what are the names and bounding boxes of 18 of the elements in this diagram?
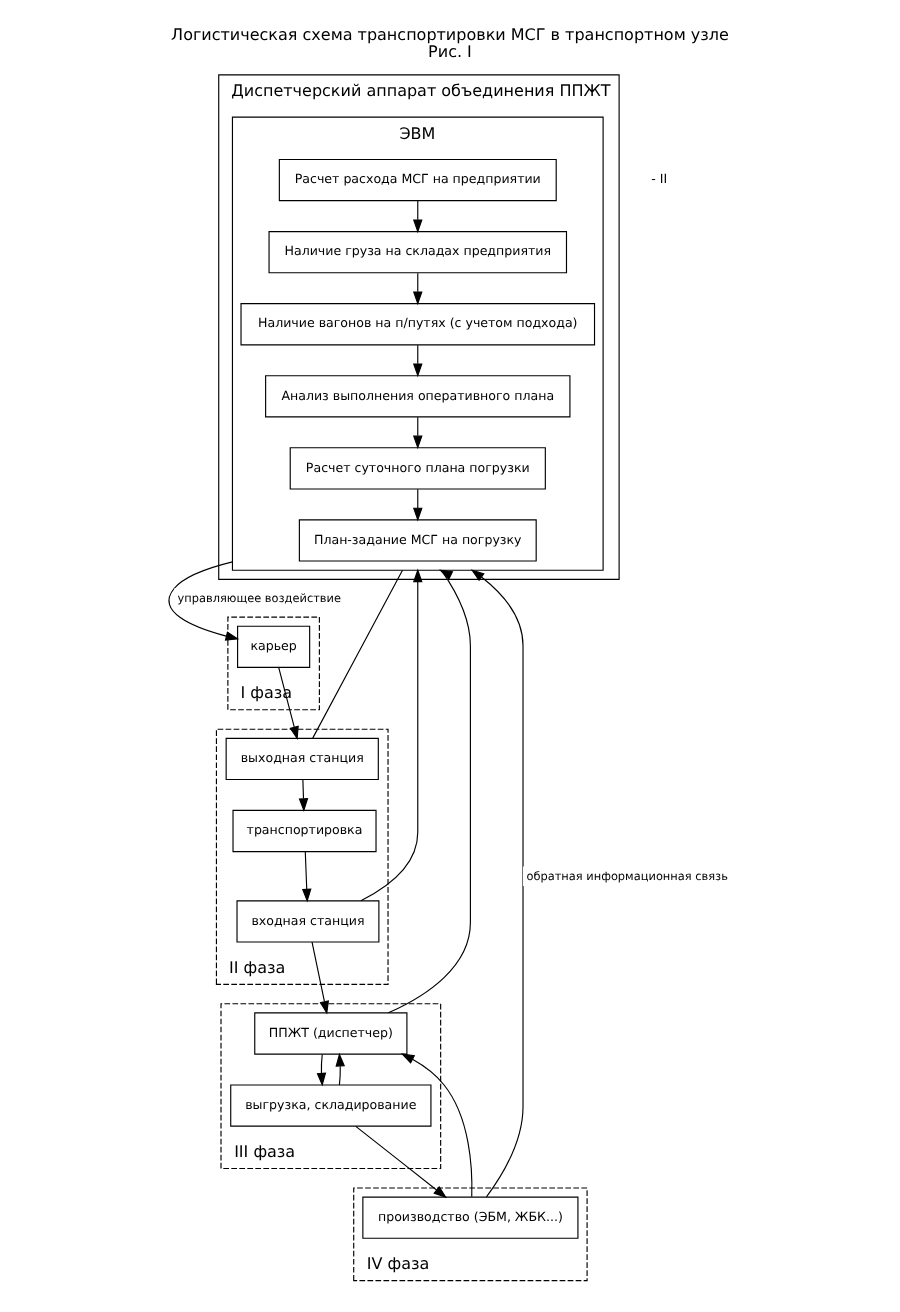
arrow [278,667,299,741]
arrow [470,569,524,1198]
arrow [412,416,423,450]
arrow [301,851,312,903]
arrow [412,488,423,522]
arrow [168,561,240,641]
connector [312,569,404,739]
arrow [316,1053,327,1087]
arrow [387,569,471,1014]
arrow [412,344,423,378]
arrow [412,200,423,234]
arrow [360,568,423,902]
arrow [298,779,309,812]
arrow [355,1125,447,1199]
arrow [400,1053,473,1198]
arrow [412,272,423,306]
arrow [335,1052,346,1086]
arrow [311,941,330,1015]
